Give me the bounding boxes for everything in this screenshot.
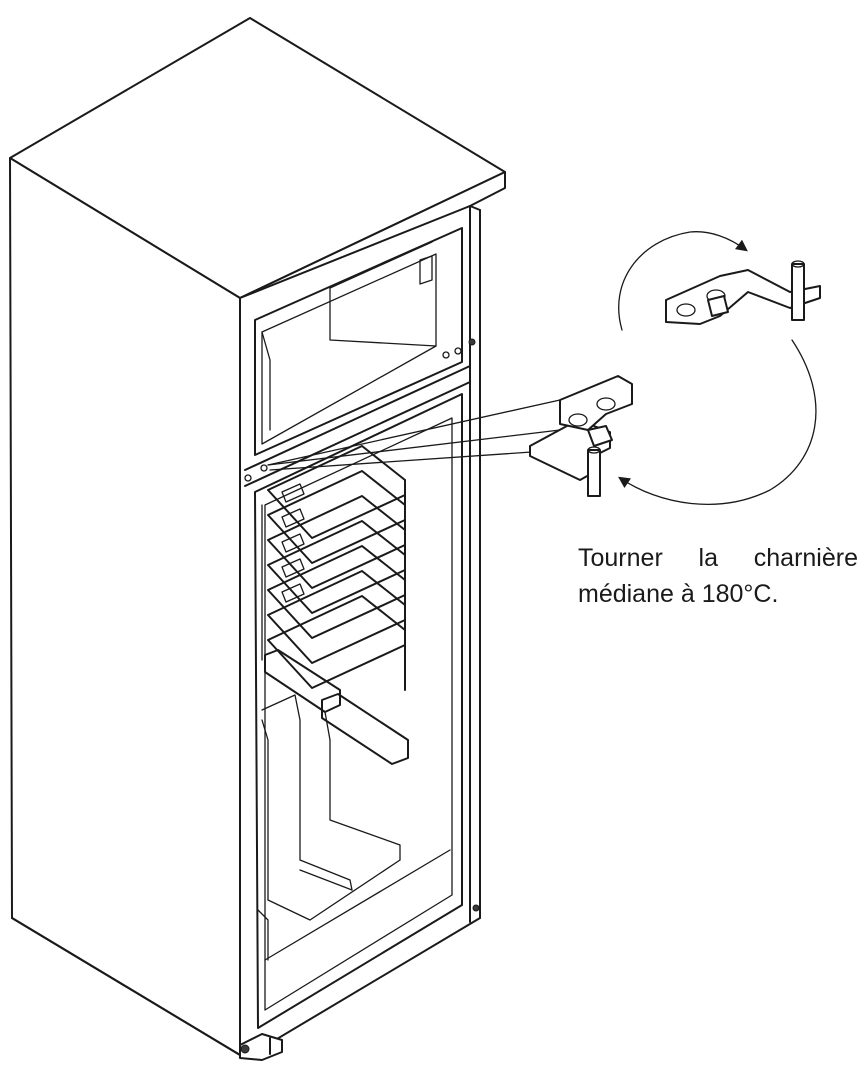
middle-hinge-rotated [665,260,821,325]
bottom-hinge [239,904,480,1061]
screw-hole [454,347,462,355]
screw-hole [260,464,268,472]
refrigerator-body [9,17,506,1059]
middle-hinge-current [529,375,633,497]
screw-hole [244,474,252,482]
caption-line-1: Tourner la charnière [578,544,858,572]
fridge-compartment [254,393,463,1029]
door-bins [257,649,451,961]
screw-hole [442,351,450,359]
instruction-caption: Tourner la charnière médiane à 180°C. [578,540,858,612]
screw-hole [468,338,476,346]
bottle-bin [264,649,341,713]
rotation-arrow-lower [618,339,817,505]
rotation-arrows [618,231,817,505]
rotation-arrow-upper [618,231,748,331]
fridge-front-frame [239,205,481,1059]
freezer-compartment [244,227,476,487]
caption-line-2: médiane à 180°C. [578,580,779,608]
fridge-side-panel [9,157,241,1056]
bottle-bin [321,693,409,765]
door-shelves [261,445,406,691]
